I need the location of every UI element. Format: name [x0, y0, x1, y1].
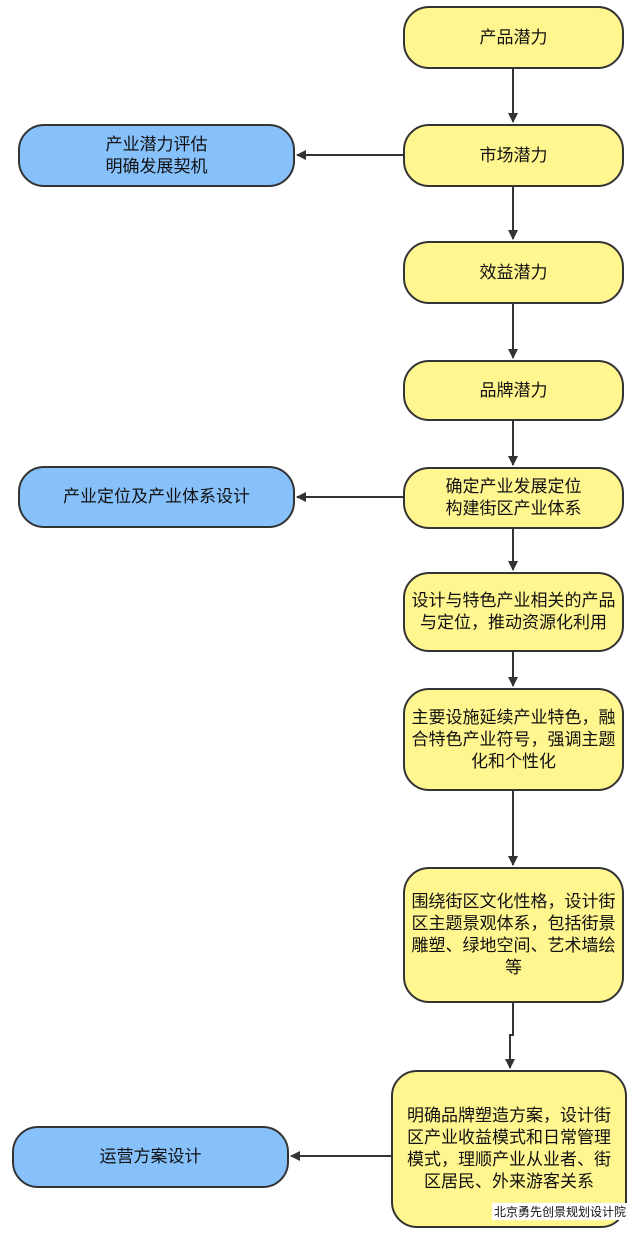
node-potential-assessment-label: 产业潜力评估 明确发展契机	[105, 134, 208, 177]
node-facilities: 主要设施延续产业特色，融合特色产业符号，强调主题化和个性化	[403, 688, 624, 791]
node-landscape-system-label: 围绕街区文化性格，设计街区主题景观体系，包括街景雕塑、绿地空间、艺术墙绘等	[411, 892, 616, 978]
node-product-potential: 产品潜力	[403, 6, 624, 69]
node-product-design-label: 设计与特色产业相关的产品与定位，推动资源化利用	[411, 591, 616, 633]
node-landscape-system: 围绕街区文化性格，设计街区主题景观体系，包括街景雕塑、绿地空间、艺术墙绘等	[403, 867, 624, 1003]
node-brand-plan-label: 明确品牌塑造方案，设计街区产业收益模式和日常管理模式，理顺产业从业者、街区居民、…	[407, 1106, 611, 1192]
node-industry-positioning: 确定产业发展定位 构建街区产业体系	[403, 467, 624, 529]
node-operation-design: 运营方案设计	[12, 1126, 289, 1188]
node-brand-plan: 明确品牌塑造方案，设计街区产业收益模式和日常管理模式，理顺产业从业者、街区居民、…	[391, 1070, 627, 1228]
node-benefit-potential-label: 效益潜力	[479, 262, 548, 283]
node-market-potential-label: 市场潜力	[479, 145, 548, 166]
watermark-text: 北京勇先创景规划设计院	[491, 1203, 628, 1220]
node-product-potential-label: 产品潜力	[479, 27, 548, 48]
node-potential-assessment: 产业潜力评估 明确发展契机	[18, 124, 295, 187]
node-brand-potential: 品牌潜力	[403, 360, 624, 421]
node-industry-system-design-label: 产业定位及产业体系设计	[63, 487, 250, 507]
node-industry-system-design: 产业定位及产业体系设计	[18, 466, 295, 528]
node-industry-positioning-label: 确定产业发展定位 构建街区产业体系	[445, 477, 582, 519]
node-facilities-label: 主要设施延续产业特色，融合特色产业符号，强调主题化和个性化	[411, 707, 616, 772]
node-brand-potential-label: 品牌潜力	[479, 380, 548, 401]
arrow-landscape-to-brand-plan	[505, 1003, 515, 1069]
node-market-potential: 市场潜力	[403, 124, 624, 187]
node-benefit-potential: 效益潜力	[403, 241, 624, 304]
node-operation-design-label: 运营方案设计	[99, 1147, 202, 1167]
node-product-design: 设计与特色产业相关的产品与定位，推动资源化利用	[403, 572, 624, 652]
